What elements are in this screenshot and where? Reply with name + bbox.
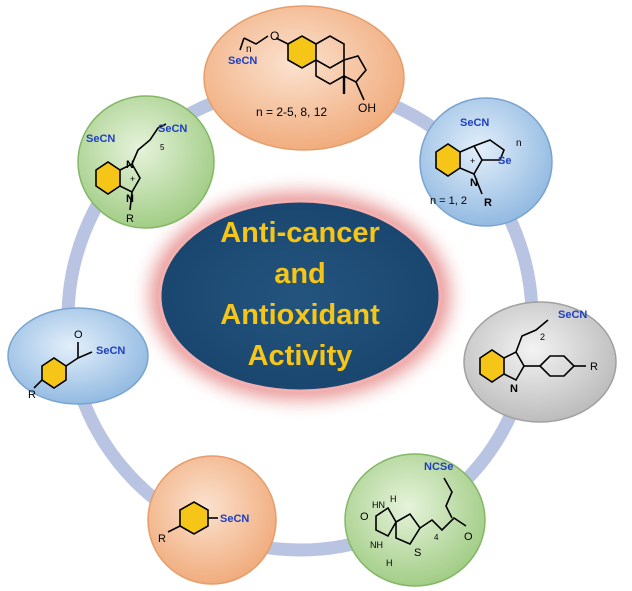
center-line-3: Antioxidant — [220, 299, 380, 331]
secn-label: SeCN — [96, 345, 125, 357]
caption-imidazolium: n = 1, 2 — [430, 195, 467, 207]
structure-estradiol: O n SeCN OH n = 2-5, 8, 12 — [203, 5, 405, 151]
o-label: O — [74, 329, 83, 341]
n-atom-bottom: N — [126, 193, 134, 205]
h-label-bottom: H — [386, 558, 393, 568]
o-label: O — [360, 511, 369, 523]
plus-label: + — [470, 156, 475, 166]
subscript-label: 2 — [540, 332, 545, 342]
secn-anion-label: SeCN — [86, 133, 115, 145]
n-atom-label: N — [510, 383, 518, 395]
center-title: Anti-cancer and Antioxidant Activity — [220, 217, 380, 372]
structure-aryl-selenocyanate: SeCN R — [147, 455, 277, 585]
n-atom-top: N — [126, 159, 134, 171]
center-ellipse — [158, 199, 442, 393]
ncse-label: NCSe — [424, 461, 453, 473]
subscript-label: 4 — [434, 533, 439, 542]
nh-label: NH — [370, 540, 383, 550]
secn-anion-label: SeCN — [460, 117, 489, 129]
secn-label: SeCN — [558, 309, 587, 321]
structure-benzimidazole: SeCN 2 N R — [463, 301, 617, 423]
center-line-4: Activity — [248, 340, 353, 372]
structure-imidazolium-alkyl: SeCN SeCN 5 N N + R — [77, 95, 215, 229]
green-ellipse-top-left — [77, 95, 215, 229]
structure-biotin: NCSe O HN NH H H S 4 O — [344, 453, 486, 587]
center-line-2: and — [274, 258, 326, 290]
caption-estradiol: n = 2-5, 8, 12 — [256, 105, 327, 119]
plus-label: + — [130, 174, 135, 184]
r-label: R — [28, 389, 36, 401]
r-label: R — [484, 197, 492, 209]
peach-ellipse-top — [203, 5, 405, 151]
ester-o-label: O — [464, 531, 473, 543]
oh-label: OH — [358, 101, 376, 115]
structure-phenacyl: O SeCN R — [7, 307, 149, 405]
hn-label: HN — [372, 500, 385, 510]
h-label-top: H — [390, 494, 397, 504]
secn-label: SeCN — [158, 123, 187, 135]
secn-label: SeCN — [228, 55, 257, 67]
subscript-label: 5 — [160, 143, 165, 152]
center-line-1: Anti-cancer — [220, 217, 380, 249]
o-label: O — [270, 29, 279, 43]
n-atom-label: N — [470, 177, 478, 189]
grey-ellipse-right — [463, 301, 617, 423]
s-label: S — [414, 547, 421, 559]
r-label: R — [590, 361, 598, 373]
n-label: n — [516, 138, 522, 149]
n-label: n — [246, 44, 252, 55]
r-label: R — [126, 213, 134, 225]
secn-label: SeCN — [220, 513, 249, 525]
se-label: Se — [498, 155, 511, 167]
structure-imidazolium-fused: SeCN + Se n N R n = 1, 2 — [419, 97, 553, 227]
r-label: R — [158, 533, 166, 545]
peach-ellipse-bottom-left — [147, 455, 277, 585]
blue-ellipse-top-right — [419, 97, 553, 227]
